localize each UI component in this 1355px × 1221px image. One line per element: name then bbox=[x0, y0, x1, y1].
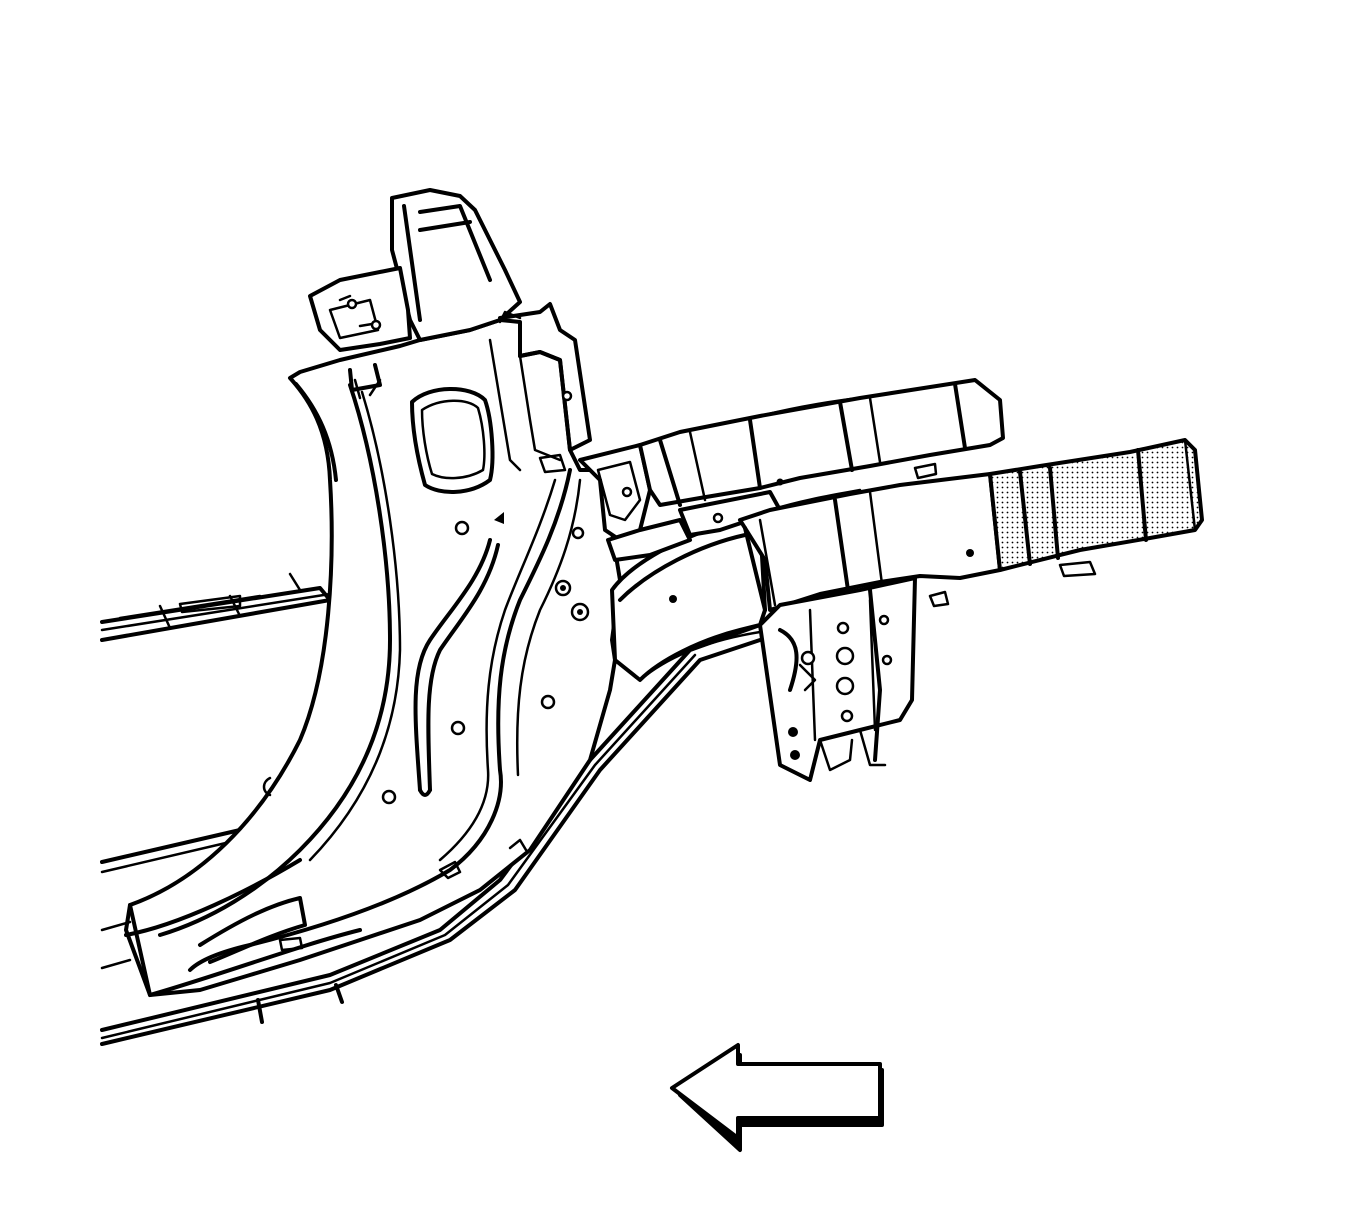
wheelhouse-panel bbox=[578, 443, 767, 682]
left-arrow-icon bbox=[670, 1043, 884, 1152]
rocker-panel-upper bbox=[100, 572, 332, 642]
rail-bracket bbox=[758, 576, 917, 782]
rail-extension-highlighted bbox=[988, 438, 1204, 572]
pillar-top bbox=[308, 188, 592, 474]
rear-rail-lower bbox=[738, 472, 1097, 612]
rear-rail-upper bbox=[638, 378, 1005, 537]
body-pillar bbox=[124, 318, 622, 997]
